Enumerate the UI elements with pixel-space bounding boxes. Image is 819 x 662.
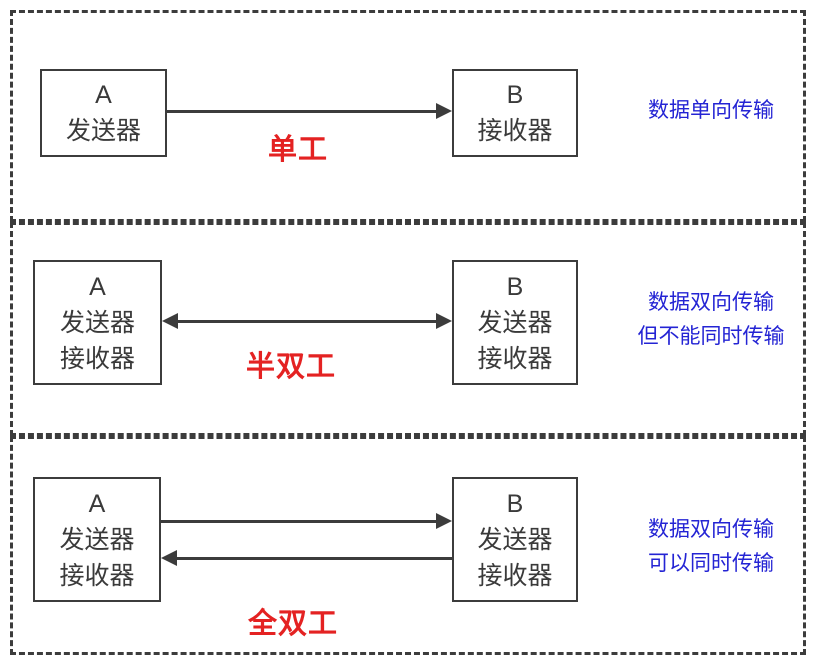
device-box-b: B 接收器	[452, 69, 578, 157]
arrow-line	[167, 110, 439, 113]
note-full-duplex: 数据双向传输 可以同时传输	[603, 513, 819, 581]
device-name: A	[88, 489, 106, 518]
device-role: 发送器	[59, 308, 135, 337]
device-name: A	[95, 81, 112, 109]
device-name: B	[506, 489, 524, 518]
full-duplex-arrow-right-icon	[161, 511, 452, 533]
full-duplex-arrow-left-icon	[161, 548, 452, 570]
simplex-arrow-right-icon	[167, 101, 452, 123]
note-line: 数据双向传输	[648, 518, 774, 541]
mode-label-half-duplex: 半双工	[245, 351, 336, 383]
device-role: 发送器	[477, 308, 553, 337]
device-box-a: A 发送器 接收器	[33, 260, 162, 385]
panel-simplex: A 发送器 单工 B 接收器 数据单向传输	[10, 10, 806, 222]
device-role: 发送器	[59, 525, 135, 554]
note-simplex: 数据单向传输	[603, 94, 819, 128]
note-line: 可以同时传输	[648, 552, 774, 575]
device-name: B	[506, 81, 524, 109]
arrow-head-left-icon	[161, 550, 177, 566]
arrow-head-right-icon	[436, 103, 452, 119]
device-box-b: B 发送器 接收器	[452, 260, 578, 385]
device-role: 发送器	[65, 117, 141, 145]
device-role: 接收器	[477, 117, 553, 145]
arrow-head-right-icon	[436, 313, 452, 329]
device-role: 接收器	[59, 561, 135, 590]
arrow-head-right-icon	[436, 513, 452, 529]
arrow-line	[161, 520, 439, 523]
arrow-line	[175, 320, 439, 323]
device-box-a: A 发送器	[40, 69, 167, 157]
note-line: 数据单向传输	[648, 99, 774, 122]
arrow-line	[174, 557, 452, 560]
note-half-duplex: 数据双向传输 但不能同时传输	[603, 286, 819, 354]
panel-half-duplex: A 发送器 接收器 半双工 B 发送器 接收器 数据双向传输 但不能同时传输	[10, 222, 806, 436]
device-role: 接收器	[59, 344, 135, 373]
note-line: 但不能同时传输	[637, 325, 785, 348]
device-box-b: B 发送器 接收器	[452, 477, 578, 602]
half-duplex-double-arrow-icon	[162, 311, 452, 333]
device-name: B	[506, 272, 524, 301]
device-name: A	[89, 272, 106, 301]
arrow-head-left-icon	[162, 313, 178, 329]
device-role: 接收器	[477, 344, 553, 373]
device-role: 发送器	[477, 525, 553, 554]
note-line: 数据双向传输	[648, 291, 774, 314]
mode-label-simplex: 单工	[267, 134, 328, 166]
mode-label-full-duplex: 全双工	[247, 608, 338, 640]
device-role: 接收器	[477, 561, 553, 590]
panel-full-duplex: A 发送器 接收器 全双工 B 发送器 接收器 数据双向传输 可以同时传输	[10, 436, 806, 655]
device-box-a: A 发送器 接收器	[33, 477, 161, 602]
